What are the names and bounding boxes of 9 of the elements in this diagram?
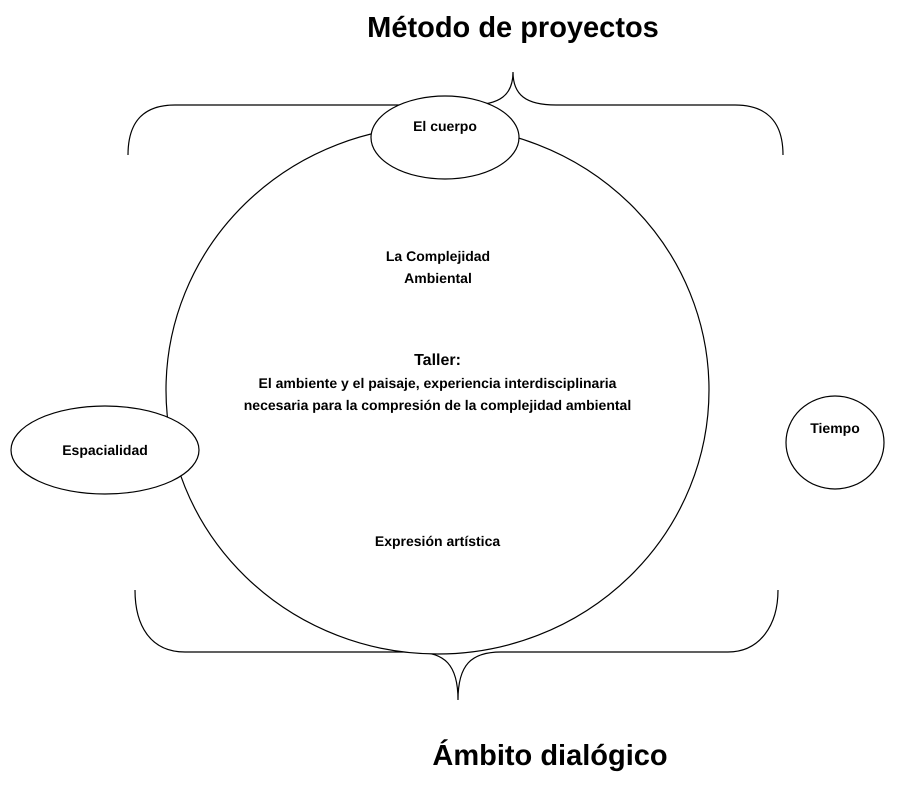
heading-text: Taller: bbox=[413, 351, 462, 371]
node-text: El cuerpo bbox=[412, 117, 478, 136]
node-text: Tiempo bbox=[809, 419, 861, 438]
node-text: El ambiente y el paisaje, experiencia interdisciplinaria necesaria para la compresión de la complejidad ambiental bbox=[242, 374, 632, 415]
node-text: Espacialidad bbox=[61, 441, 149, 460]
title: Método de proyectos bbox=[366, 12, 660, 45]
node-text: Expresión artística bbox=[374, 532, 502, 551]
node-text: La Complejidad Ambiental bbox=[384, 247, 492, 288]
caption: Ámbito dialógico bbox=[431, 740, 669, 773]
